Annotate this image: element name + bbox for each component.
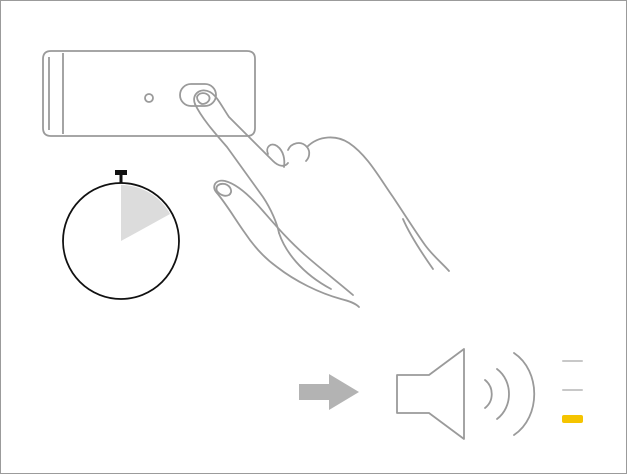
speaker-device [43,51,255,136]
device-indicator-light [145,94,153,102]
wrist-line [403,219,433,269]
thumbnail [216,184,231,196]
sound-wave-small [485,380,492,408]
level-bar-bottom [562,415,583,423]
back-of-hand [307,137,449,271]
hand-illustration [194,90,449,307]
stopwatch-icon [63,170,179,299]
speaker-sound-icon [397,349,534,439]
ring-finger [288,143,309,161]
palm-edge [279,233,331,289]
stopwatch-crown [115,170,127,175]
arrow-shape [299,374,359,410]
right-arrow-icon [299,374,359,410]
level-bar-middle [562,389,583,391]
fingernail [197,93,210,104]
level-bar-top [562,360,583,362]
sound-wave-medium [497,369,509,419]
device-end-panel [49,53,63,134]
speaker-cone [397,349,464,439]
level-indicator [562,360,583,423]
sound-wave-large [514,353,534,435]
thumb [214,181,353,295]
